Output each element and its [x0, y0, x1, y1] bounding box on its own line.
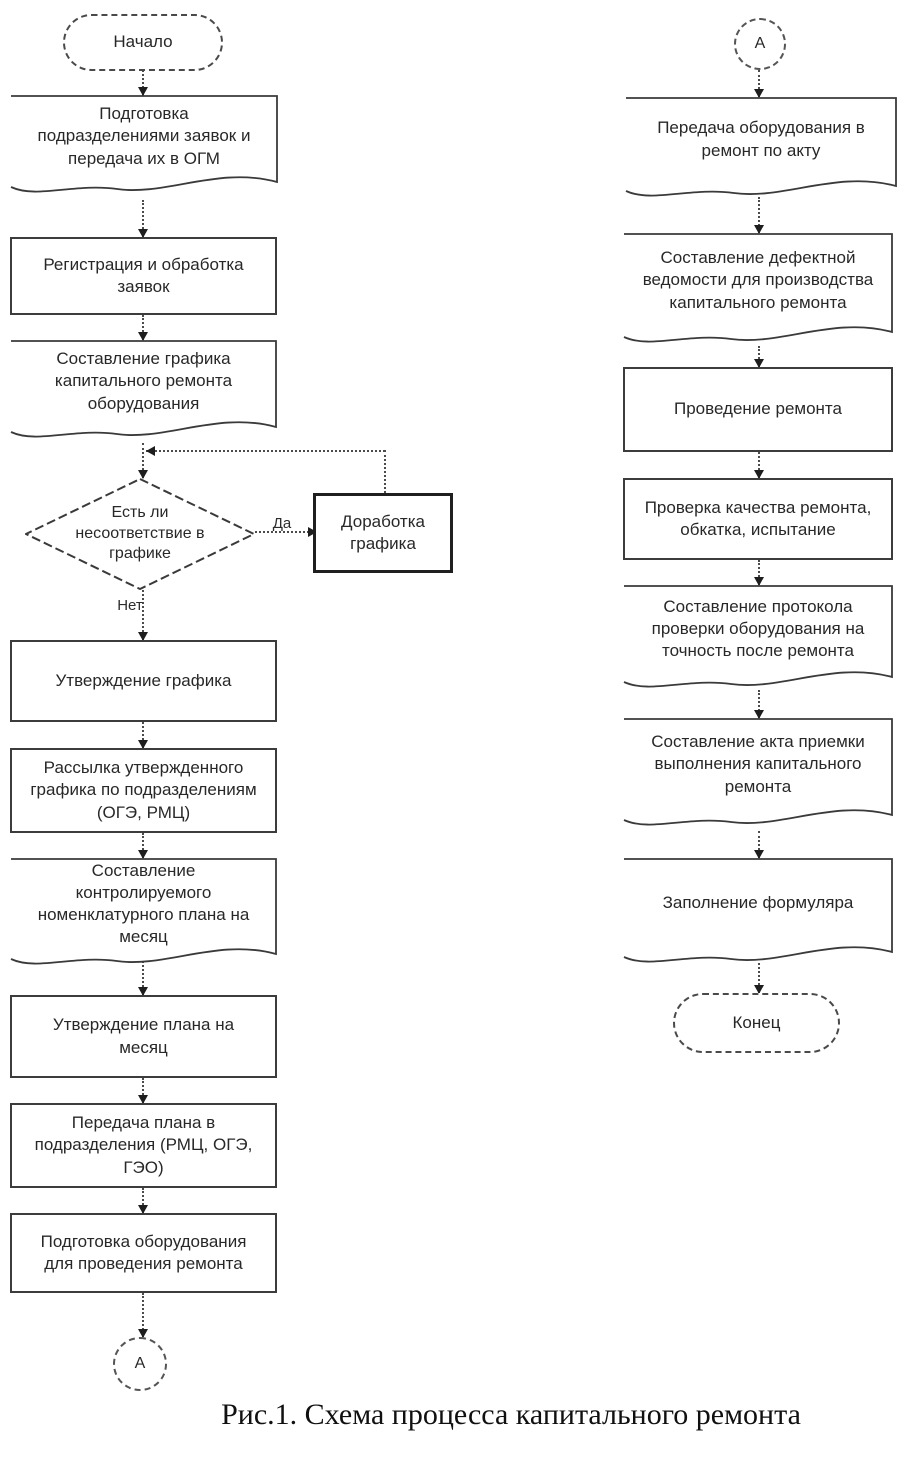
- edge-label-yes: Да: [272, 515, 292, 532]
- arrow-down-icon: [754, 577, 764, 586]
- document-defect-sheet: Составление дефектной ведомости для прои…: [623, 233, 893, 348]
- flow-line: [758, 690, 760, 718]
- document-transfer-to-repair: Передача оборудования в ремонт по акту: [625, 97, 897, 202]
- flow-line: [758, 963, 760, 993]
- flow-line: [142, 70, 144, 96]
- flow-line: [758, 197, 760, 233]
- arrow-left-icon: [146, 446, 155, 456]
- process-prepare-equipment: Подготовка оборудования для проведения р…: [10, 1213, 277, 1293]
- connector-a-left-label: А: [134, 1354, 146, 1372]
- document-acceptance-act: Составление акта приемки выполнения капи…: [623, 718, 893, 831]
- start-label: Начало: [113, 32, 173, 52]
- arrow-down-icon: [138, 1095, 148, 1104]
- document-prep-requests: Подготовка подразделениями заявок и пере…: [10, 95, 278, 198]
- arrow-down-icon: [138, 1205, 148, 1214]
- arrow-down-icon: [138, 850, 148, 859]
- process-transfer-plan: Передача плана в подразделения (РМЦ, ОГЭ…: [10, 1103, 277, 1188]
- yes-branch-line: [255, 531, 317, 533]
- flow-line: [142, 722, 144, 748]
- document-accuracy-protocol: Составление протокола проверки оборудова…: [623, 585, 893, 693]
- arrow-down-icon: [138, 87, 148, 96]
- process-rework-schedule-label: Доработка графика: [341, 511, 425, 553]
- process-prepare-equipment-label: Подготовка оборудования для проведения р…: [40, 1231, 247, 1273]
- document-repair-schedule: Составление графика капитального ремонта…: [10, 340, 277, 443]
- document-repair-schedule-label: Составление графика капитального ремонта…: [54, 349, 233, 413]
- flow-line: [758, 560, 760, 585]
- process-quality-check-label: Проверка качества ремонта, обкатка, испы…: [644, 497, 872, 539]
- arrow-down-icon: [138, 1329, 148, 1338]
- connector-a-left: А: [113, 1337, 167, 1391]
- process-distribute-schedule: Рассылка утвержденного графика по подраз…: [10, 748, 277, 833]
- arrow-down-icon: [754, 225, 764, 234]
- arrow-down-icon: [138, 332, 148, 341]
- flow-line: [758, 70, 760, 97]
- arrow-down-icon: [754, 470, 764, 479]
- process-quality-check: Проверка качества ремонта, обкатка, испы…: [623, 478, 893, 560]
- arrow-down-icon: [138, 229, 148, 238]
- process-transfer-plan-label: Передача плана в подразделения (РМЦ, ОГЭ…: [34, 1113, 253, 1177]
- start-terminator: Начало: [63, 14, 223, 71]
- document-month-plan-label: Составление контролируемого номенклатурн…: [37, 860, 250, 947]
- decision-schedule-mismatch-label: Есть ли несоответствие в графике: [75, 503, 205, 563]
- document-fill-form-label: Заполнение формуляра: [662, 892, 854, 912]
- process-repair-label: Проведение ремонта: [674, 399, 842, 419]
- figure-caption: Рис.1. Схема процесса капитального ремон…: [221, 1398, 801, 1431]
- arrow-down-icon: [138, 987, 148, 996]
- end-label: Конец: [732, 1012, 781, 1032]
- process-approve-plan-label: Утверждение плана на месяц: [52, 1015, 235, 1057]
- flow-line: [758, 452, 760, 478]
- flow-line: [142, 1078, 144, 1103]
- arrow-down-icon: [754, 985, 764, 994]
- flow-line: [758, 346, 760, 367]
- process-rework-schedule: Доработка графика: [313, 493, 453, 573]
- connector-a-right: А: [734, 18, 786, 70]
- flow-line: [142, 315, 144, 340]
- process-approve-schedule: Утверждение графика: [10, 640, 277, 722]
- arrow-down-icon: [754, 359, 764, 368]
- arrow-down-icon: [138, 470, 148, 479]
- flow-line: [142, 443, 144, 478]
- feedback-line: [384, 450, 386, 493]
- flow-line: [142, 1188, 144, 1213]
- feedback-line: [146, 450, 385, 452]
- arrow-right-icon: [308, 527, 317, 537]
- document-transfer-to-repair-label: Передача оборудования в ремонт по акту: [657, 118, 865, 160]
- document-fill-form: Заполнение формуляра: [623, 858, 893, 968]
- process-register-requests: Регистрация и обработка заявок: [10, 237, 277, 315]
- arrow-down-icon: [138, 740, 148, 749]
- process-register-requests-label: Регистрация и обработка заявок: [43, 254, 244, 296]
- end-terminator: Конец: [673, 993, 840, 1053]
- flow-line: [142, 833, 144, 858]
- document-accuracy-protocol-label: Составление протокола проверки оборудова…: [651, 596, 865, 661]
- arrow-down-icon: [138, 632, 148, 641]
- process-approve-plan: Утверждение плана на месяц: [10, 995, 277, 1078]
- decision-schedule-mismatch: Есть ли несоответствие в графике: [25, 478, 255, 590]
- arrow-down-icon: [754, 89, 764, 98]
- process-repair: Проведение ремонта: [623, 367, 893, 452]
- flow-line: [142, 200, 144, 237]
- document-month-plan: Составление контролируемого номенклатурн…: [10, 858, 277, 970]
- process-distribute-schedule-label: Рассылка утвержденного графика по подраз…: [30, 758, 257, 822]
- flow-line: [142, 1293, 144, 1337]
- arrow-down-icon: [754, 850, 764, 859]
- flow-line: [142, 590, 144, 640]
- flow-line: [758, 831, 760, 858]
- connector-a-right-label: А: [754, 34, 766, 52]
- document-acceptance-act-label: Составление акта приемки выполнения капи…: [651, 732, 865, 796]
- edge-label-no: Нет: [117, 597, 143, 614]
- arrow-down-icon: [754, 710, 764, 719]
- flow-line: [142, 958, 144, 995]
- document-defect-sheet-label: Составление дефектной ведомости для прои…: [642, 248, 874, 312]
- document-prep-requests-label: Подготовка подразделениями заявок и пере…: [37, 104, 251, 168]
- process-approve-schedule-label: Утверждение графика: [55, 670, 232, 690]
